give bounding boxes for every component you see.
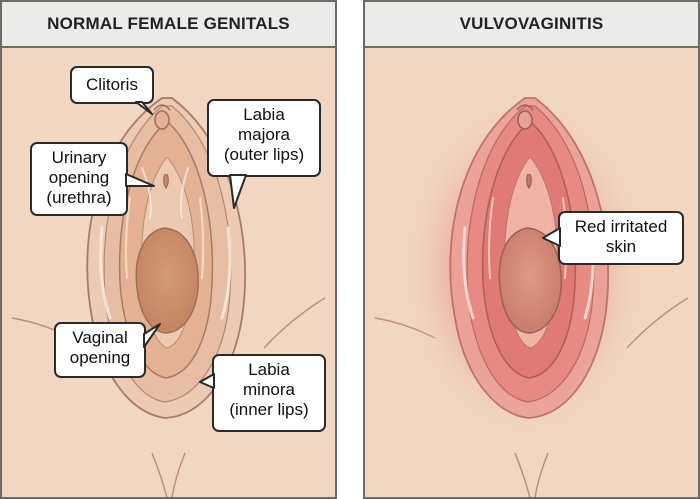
vaginal-opening-shape [135, 227, 199, 334]
vulvovaginitis-panel-title: VULVOVAGINITIS [459, 14, 604, 33]
normal-panel: NORMAL FEMALE GENITALS [0, 0, 337, 499]
vaginal-opening-callout: Vaginal opening [54, 322, 146, 378]
normal-panel-title: NORMAL FEMALE GENITALS [47, 14, 290, 33]
normal-panel-header: NORMAL FEMALE GENITALS [2, 2, 335, 48]
labia-majora-callout: Labia majora (outer lips) [207, 99, 321, 177]
labia-minora-callout: Labia minora (inner lips) [212, 354, 326, 432]
vulvovaginitis-panel-header: VULVOVAGINITIS [365, 2, 698, 48]
red-irritated-skin-callout: Red irritated skin [558, 211, 684, 265]
urethra-shape [163, 173, 169, 190]
vulvovaginitis-illustration [374, 93, 689, 497]
vulvovaginitis-panel: VULVOVAGINITIS [363, 0, 700, 499]
clitoris-callout: Clitoris [70, 66, 154, 104]
clitoris-shape [154, 110, 170, 130]
urethra-callout: Urinary opening (urethra) [30, 142, 128, 216]
